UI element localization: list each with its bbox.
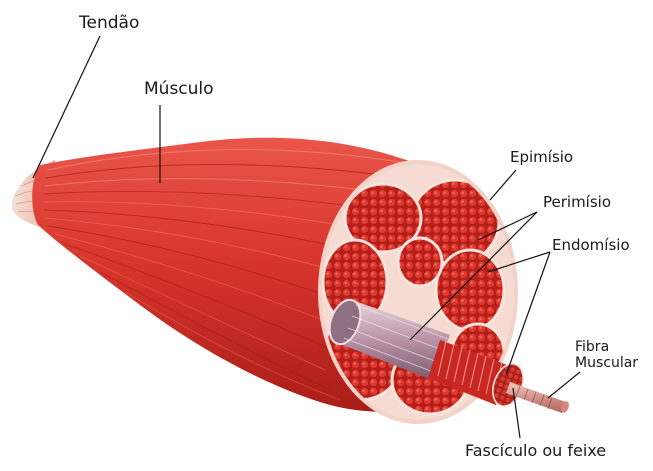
leader-line-fibra	[547, 371, 581, 399]
perimysium-cylinder	[328, 298, 450, 380]
leader-line-fasciculo	[512, 387, 521, 439]
muscle-fiber	[506, 382, 569, 413]
leader-line-endomisio-1	[487, 251, 551, 273]
leader-line-perimisio-1	[477, 211, 538, 241]
label-fibra-muscular: Fibra Muscular	[575, 339, 651, 371]
leader-line-epimisio	[489, 169, 517, 201]
label-musculo: Músculo	[144, 79, 214, 99]
leader-line-tendao	[32, 35, 101, 179]
leader-line-endomisio-2	[505, 251, 551, 376]
label-fibra-line2: Muscular	[575, 355, 639, 372]
label-endomisio: Endomísio	[552, 236, 630, 254]
label-tendao: Tendão	[79, 13, 140, 33]
leader-line-perimisio-2	[409, 211, 538, 341]
label-fasciculo: Fascículo ou feixe	[465, 441, 607, 460]
label-perimisio: Perimísio	[543, 193, 612, 211]
leader-lines	[32, 35, 581, 439]
muscle-striations	[43, 148, 406, 401]
label-epimisio: Epimísio	[510, 148, 574, 166]
label-fibra-line1: Fibra	[575, 339, 610, 355]
